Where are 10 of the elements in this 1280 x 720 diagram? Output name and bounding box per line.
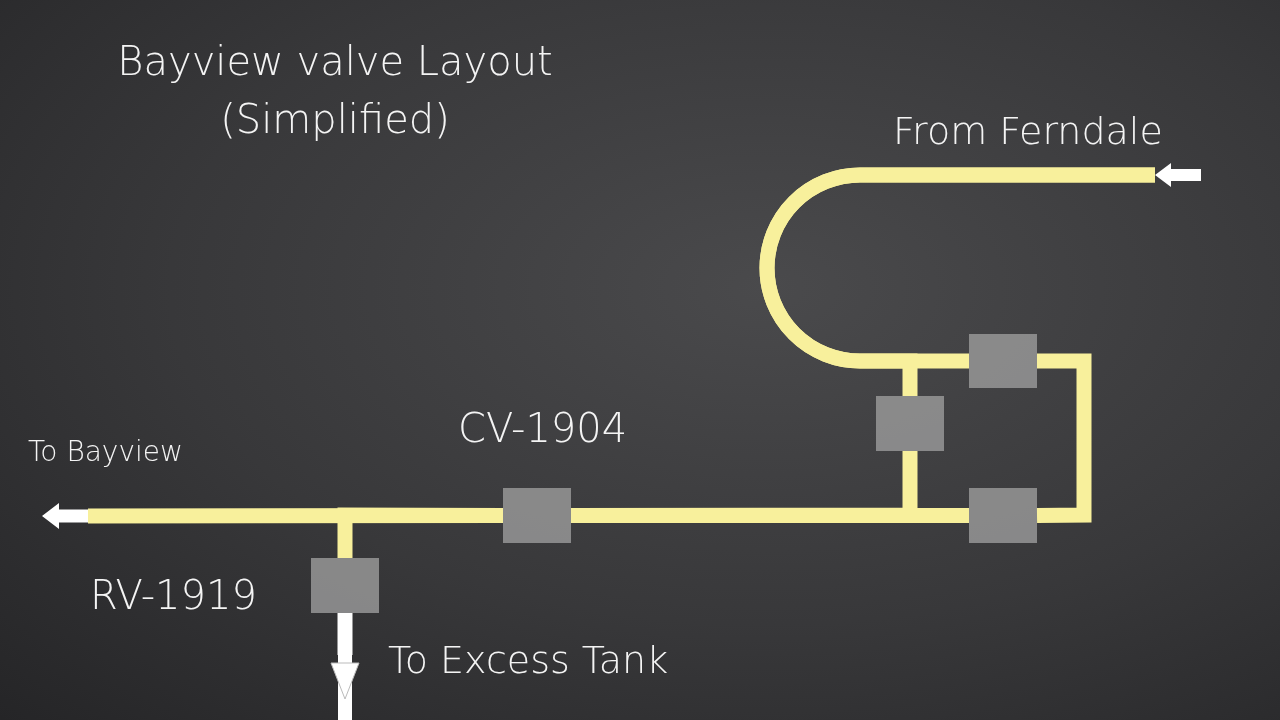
valve-label: RV-1919 xyxy=(90,573,257,617)
valve-box xyxy=(969,334,1037,388)
valve-box xyxy=(969,488,1037,543)
pipe xyxy=(337,613,353,655)
destination-label: To Bayview xyxy=(28,437,183,468)
title: Bayview valve Layout (Simplified) xyxy=(116,37,554,144)
valve-label: CV-1904 xyxy=(458,406,628,450)
destination-label: From Ferndale xyxy=(893,111,1163,153)
destination-label: To Excess Tank xyxy=(388,640,669,682)
valve-box xyxy=(876,396,944,451)
